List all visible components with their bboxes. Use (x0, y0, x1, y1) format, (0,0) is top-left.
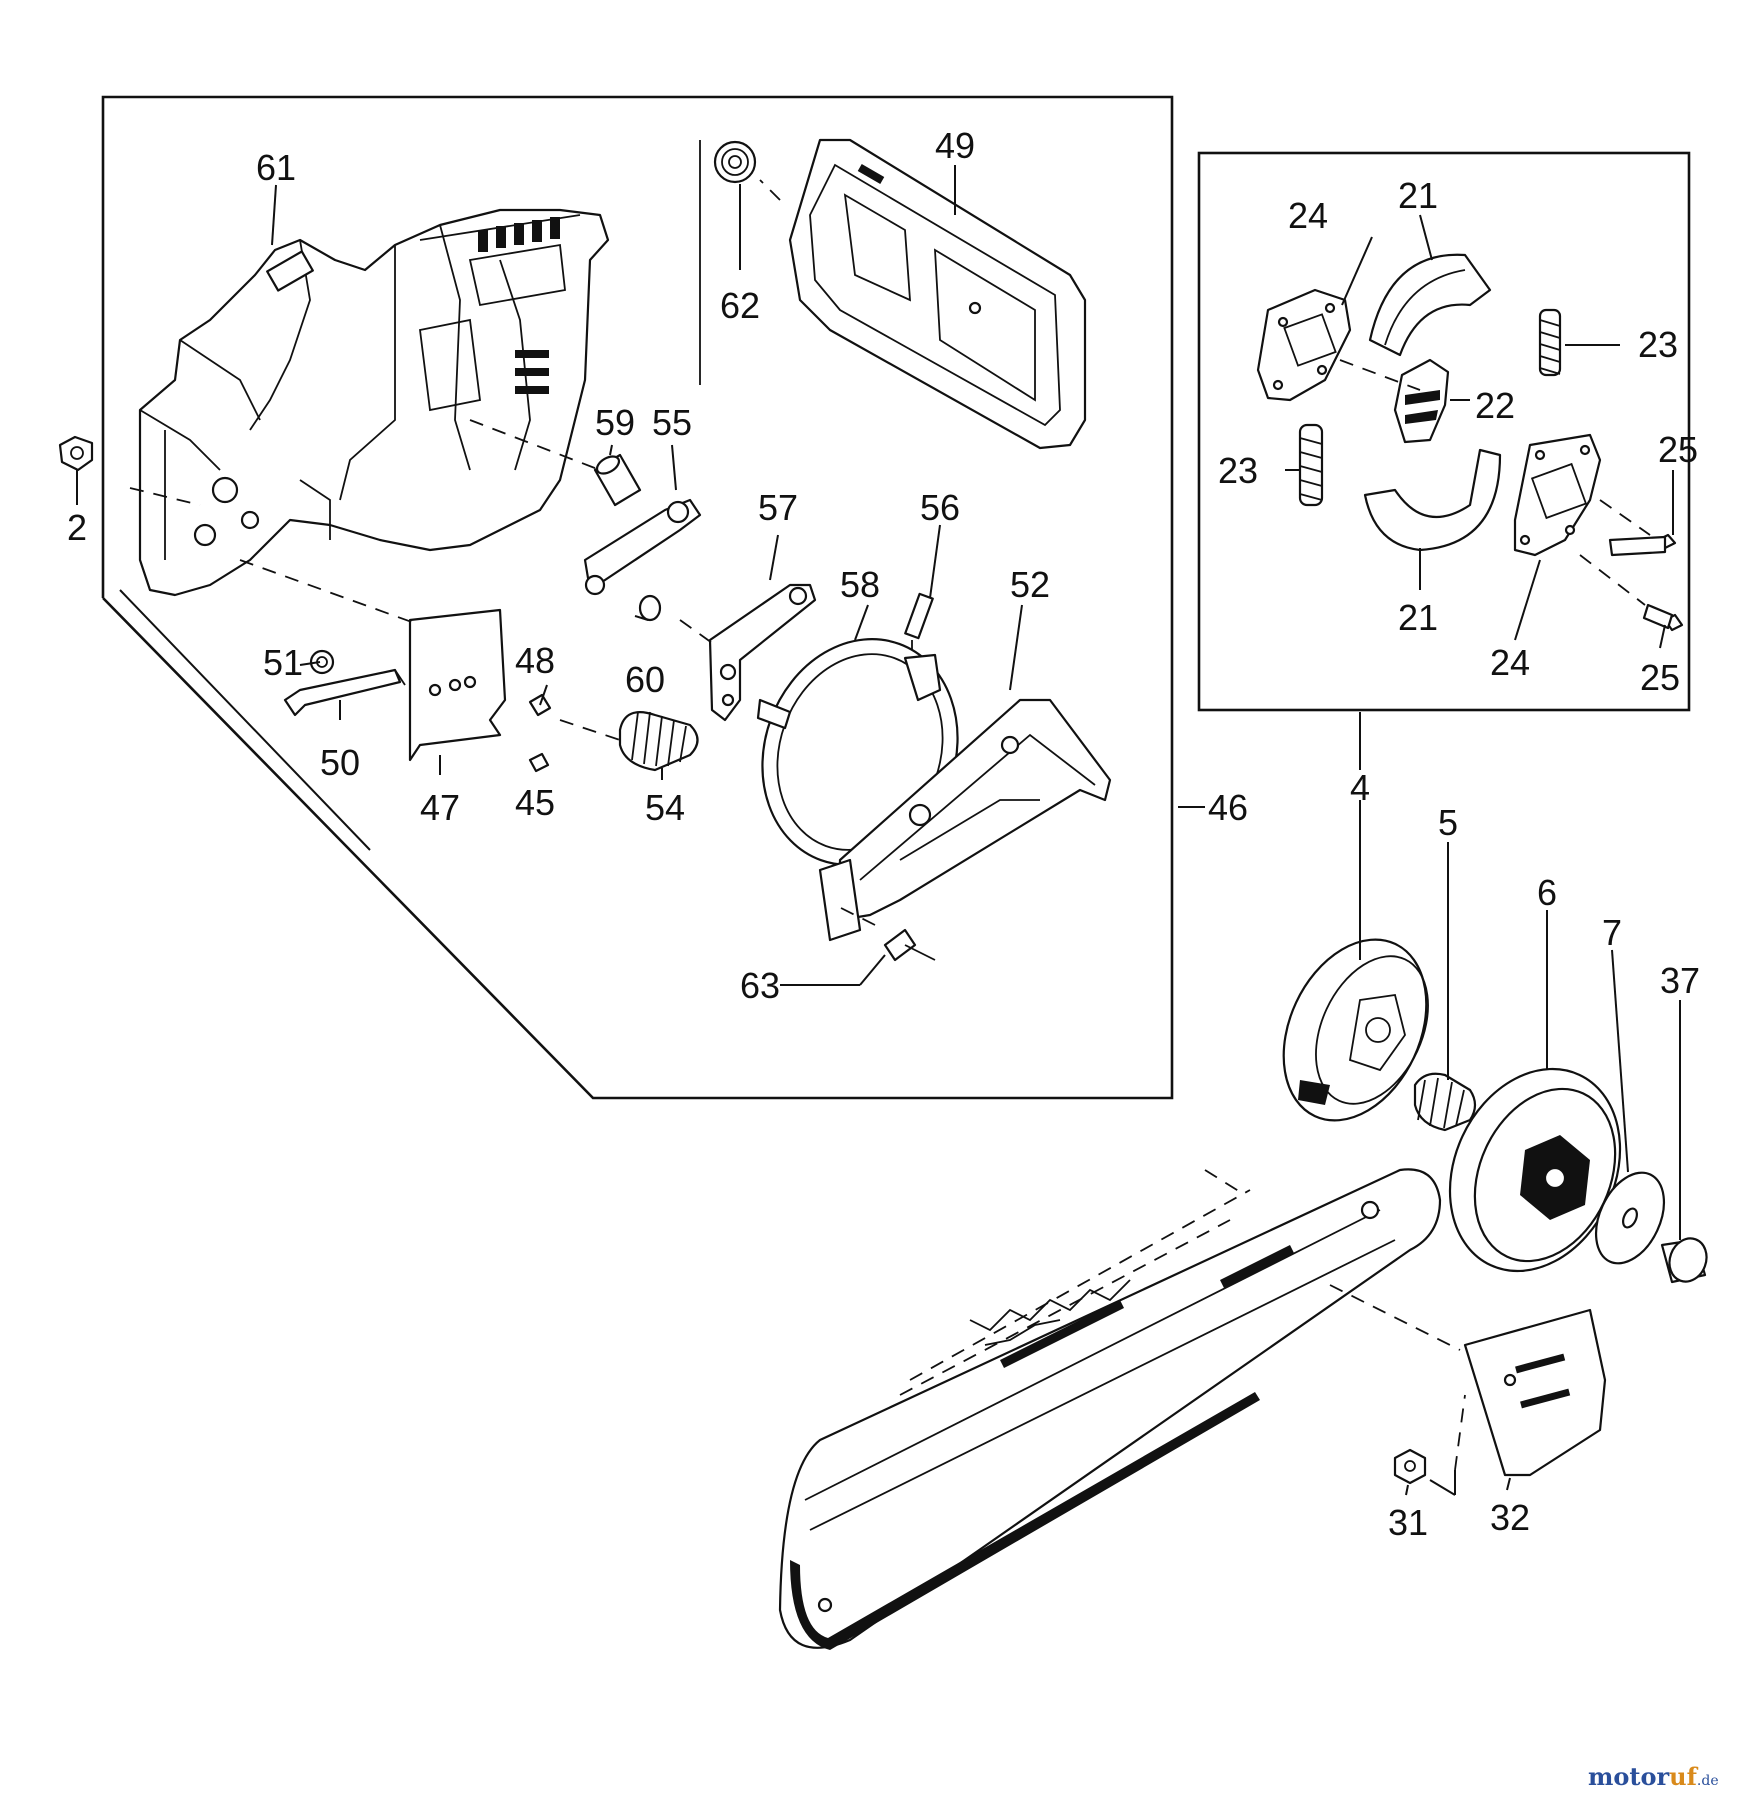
screw-45-part (528, 752, 550, 773)
leader-lines (76, 165, 1681, 1496)
label-32: 32 (1490, 1497, 1530, 1538)
label-25-bottom: 25 (1640, 657, 1680, 698)
clutch-shoe-21a-part (1368, 253, 1492, 357)
nut-31-part (1393, 1448, 1427, 1485)
label-56: 56 (920, 487, 960, 528)
clutch-plate-24a-part (1256, 288, 1352, 402)
clutch-plate-24b-part (1513, 433, 1602, 557)
washer-7-part (1594, 1171, 1666, 1265)
label-61: 61 (256, 147, 296, 188)
label-5: 5 (1438, 802, 1458, 843)
label-57: 57 (758, 487, 798, 528)
clutch-spring-23b-part (1298, 423, 1324, 507)
label-22: 22 (1475, 385, 1515, 426)
label-23-right: 23 (1638, 324, 1678, 365)
clutch-bolt-25b-part (1642, 603, 1684, 632)
label-49: 49 (935, 125, 975, 166)
part-labels: 2 61 62 49 59 55 57 56 58 52 60 51 48 50… (67, 125, 1700, 1543)
label-62: 62 (720, 285, 760, 326)
clutch-hub-22-part (1393, 358, 1450, 444)
washer-2-part (58, 435, 94, 472)
label-54: 54 (645, 787, 685, 828)
bearing-5-part (1413, 1072, 1477, 1132)
label-24-bottom: 24 (1490, 642, 1530, 683)
label-45: 45 (515, 782, 555, 823)
crankcase-part (138, 208, 610, 597)
svg-text:motoruf.de: motoruf.de (1588, 1762, 1719, 1791)
label-7: 7 (1602, 912, 1622, 953)
label-55: 55 (652, 402, 692, 443)
label-59: 59 (595, 402, 635, 443)
assembly-frame-46 (101, 95, 1174, 1100)
saw-chain-part (899, 1189, 1251, 1396)
label-48: 48 (515, 640, 555, 681)
lever-55-part (583, 498, 702, 596)
label-60: 60 (625, 659, 665, 700)
label-51: 51 (263, 642, 303, 683)
spring-62-part (699, 140, 757, 385)
label-58: 58 (840, 564, 880, 605)
bar-plate-32-part (1463, 1308, 1607, 1477)
bolt-50-part (283, 668, 406, 717)
spring-54-part (618, 711, 699, 772)
bearing-37-part (1660, 1237, 1708, 1284)
clutch-assembly-frame (1197, 151, 1691, 712)
label-21-bottom: 21 (1398, 597, 1438, 638)
label-25-top: 25 (1658, 429, 1698, 470)
label-63: 63 (740, 965, 780, 1006)
label-24-top: 24 (1288, 195, 1328, 236)
pin-59-part (593, 453, 642, 507)
guide-bar-part (778, 1168, 1442, 1650)
clutch-spring-23a-part (1538, 308, 1562, 377)
clutch-shoe-21b-part (1363, 448, 1502, 552)
side-cover-part (788, 138, 1087, 450)
label-52: 52 (1010, 564, 1050, 605)
label-31: 31 (1388, 1502, 1428, 1543)
bushing-60-part (638, 594, 662, 622)
link-plate-57-part (708, 583, 817, 722)
clutch-bolt-25a-part (1608, 533, 1677, 557)
label-37: 37 (1660, 960, 1700, 1001)
label-21-top: 21 (1398, 175, 1438, 216)
clutch-drum-4-part (1282, 938, 1429, 1122)
label-6: 6 (1537, 872, 1557, 913)
label-23-left: 23 (1218, 450, 1258, 491)
label-50: 50 (320, 742, 360, 783)
label-2: 2 (67, 507, 87, 548)
plate-47-part (408, 608, 507, 762)
label-46: 46 (1208, 787, 1248, 828)
screw-63-part (834, 904, 936, 962)
watermark-logo: motoruf.de (1588, 1762, 1719, 1791)
sprocket-6-part (1448, 1067, 1622, 1273)
label-4: 4 (1350, 767, 1370, 808)
label-47: 47 (420, 787, 460, 828)
brake-bracket-52-part (818, 698, 1112, 942)
